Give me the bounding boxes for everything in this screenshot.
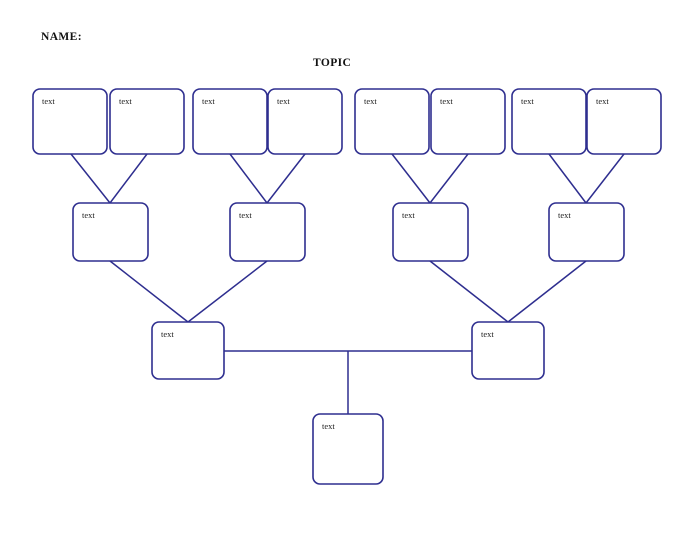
name-label: NAME: [41,31,82,43]
tree-node-g4-b1[interactable]: text [312,413,384,485]
node-label: text [119,96,132,106]
node-box[interactable] [312,413,384,485]
node-box[interactable] [354,88,430,155]
node-label: text [161,329,174,339]
connectors-layer [70,153,625,414]
tree-node-g1-b3[interactable]: text [192,88,268,155]
tree-node-g1-b5[interactable]: text [354,88,430,155]
tree-node-g2-b3[interactable]: text [392,202,469,262]
tree-node-g1-b6[interactable]: text [430,88,506,155]
node-label: text [481,329,494,339]
node-box[interactable] [586,88,662,155]
node-box[interactable] [109,88,185,155]
node-box[interactable] [229,202,306,262]
tree-node-g2-b4[interactable]: text [548,202,625,262]
node-label: text [82,210,95,220]
node-box[interactable] [32,88,108,155]
connector-line [429,260,509,323]
topic-label: TOPIC [313,57,352,69]
node-box[interactable] [192,88,268,155]
connector-line [391,153,431,204]
tree-node-g3-b1[interactable]: text [151,321,225,380]
tree-node-g2-b2[interactable]: text [229,202,306,262]
connector-line [187,260,268,323]
connector-line [109,260,189,323]
node-box[interactable] [511,88,587,155]
child-row: text [312,413,384,485]
connector-line [70,153,111,204]
tree-node-g1-b1[interactable]: text [32,88,108,155]
grandparents-row: text text text text [72,202,625,262]
node-label: text [521,96,534,106]
connector-line [507,260,587,323]
great-grandparents-row: text text text text text text text text [32,88,662,155]
node-label: text [277,96,290,106]
node-box[interactable] [151,321,225,380]
connector-line [229,153,268,204]
tree-node-g1-b8[interactable]: text [586,88,662,155]
node-box[interactable] [72,202,149,262]
node-box[interactable] [430,88,506,155]
connector-line [585,153,625,204]
connector-line [109,153,148,204]
node-label: text [596,96,609,106]
tree-node-g1-b7[interactable]: text [511,88,587,155]
node-box[interactable] [471,321,545,380]
connector-line [266,153,306,204]
node-box[interactable] [548,202,625,262]
node-label: text [322,421,335,431]
node-label: text [558,210,571,220]
node-label: text [364,96,377,106]
tree-node-g1-b4[interactable]: text [267,88,343,155]
node-label: text [202,96,215,106]
node-label: text [402,210,415,220]
node-label: text [42,96,55,106]
node-label: text [239,210,252,220]
node-label: text [440,96,453,106]
tree-node-g2-b1[interactable]: text [72,202,149,262]
connector-line [429,153,469,204]
tree-node-g1-b2[interactable]: text [109,88,185,155]
node-box[interactable] [392,202,469,262]
node-box[interactable] [267,88,343,155]
parents-row: text text [151,321,545,380]
tree-node-g3-b2[interactable]: text [471,321,545,380]
connector-line [548,153,587,204]
